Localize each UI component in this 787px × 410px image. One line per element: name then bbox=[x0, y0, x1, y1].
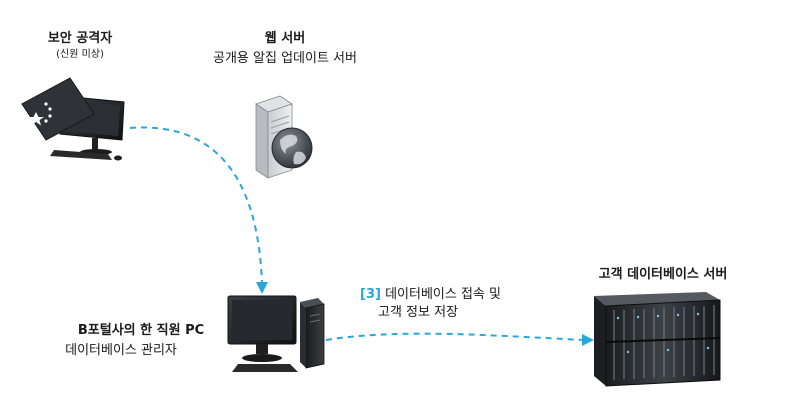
desktop-pc-icon bbox=[227, 295, 325, 372]
attacker-title: 보안 공격자 bbox=[47, 31, 113, 46]
web-server-title: 웹 서버 bbox=[264, 31, 306, 46]
connection-line2: 고객 정보 저장 bbox=[378, 305, 459, 320]
attacker-subtitle: (신원 미상) bbox=[56, 49, 104, 60]
db-server-title: 고객 데이터베이스 서버 bbox=[598, 267, 728, 282]
arrow-pc-to-db bbox=[325, 332, 594, 346]
step-number: [3] bbox=[360, 287, 381, 302]
blade-server-rack-icon bbox=[594, 292, 721, 387]
web-server-subtitle: 공개용 알집 업데이트 서버 bbox=[213, 51, 357, 66]
web-server-globe-icon bbox=[255, 95, 313, 179]
flag-icon bbox=[21, 77, 95, 141]
connection-label: [3] 데이터베이스 접속 및 bbox=[360, 286, 560, 303]
connection-line1: 데이터베이스 접속 및 bbox=[385, 287, 501, 302]
employee-pc-title: B포털사의 한 직원 PC bbox=[77, 323, 205, 338]
arrow-attacker-to-pc bbox=[129, 126, 268, 294]
employee-pc-subtitle: 데이터베이스 관리자 bbox=[65, 343, 177, 358]
